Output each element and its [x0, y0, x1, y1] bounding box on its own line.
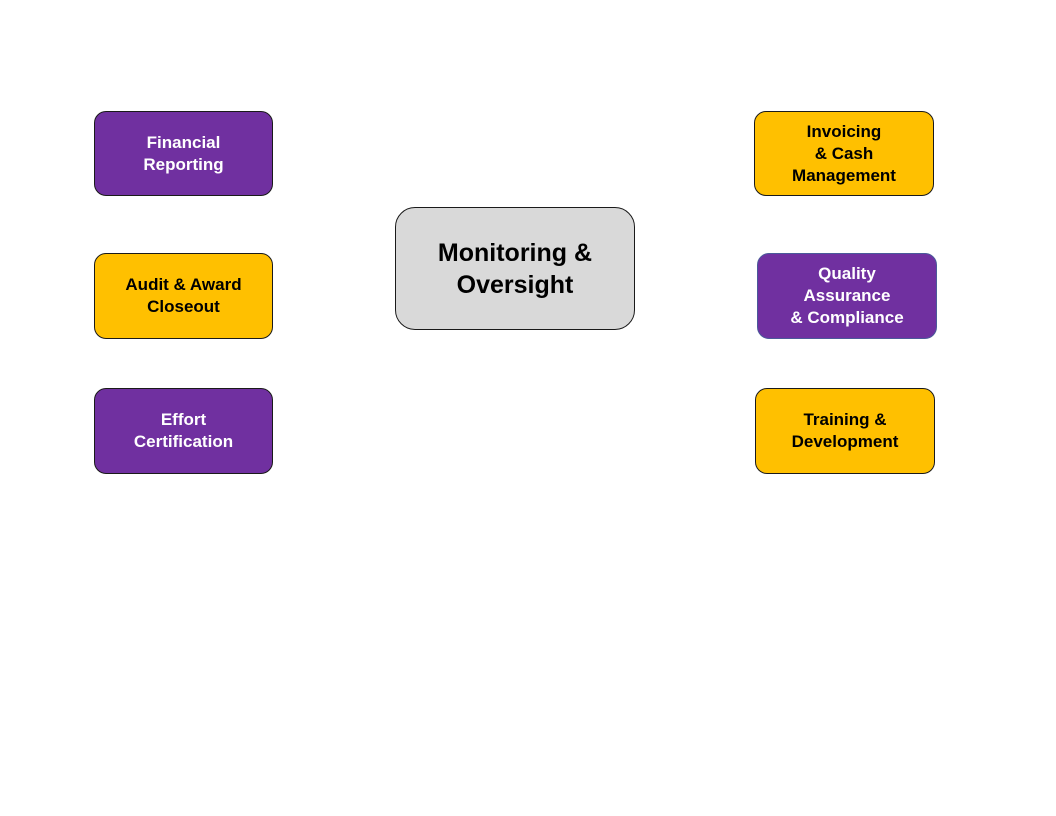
quality-assurance-compliance-node: Quality Assurance & Compliance	[757, 253, 937, 339]
effort-certification-label: Effort Certification	[133, 410, 234, 451]
audit-award-closeout-label: Audit & Award Closeout	[125, 275, 242, 316]
financial-reporting-label: Financial Reporting	[143, 132, 224, 174]
invoicing-cash-management-label: Invoicing & Cash Management	[792, 121, 896, 185]
effort-certification-node: Effort Certification	[94, 388, 273, 474]
invoicing-cash-management-node: Invoicing & Cash Management	[754, 111, 934, 196]
training-development-label: Training & Development	[791, 410, 899, 451]
audit-award-closeout-node: Audit & Award Closeout	[94, 253, 273, 339]
financial-reporting-node: Financial Reporting	[94, 111, 273, 196]
quality-assurance-compliance-label: Quality Assurance & Compliance	[790, 264, 904, 327]
monitoring-oversight-label: Monitoring & Oversight	[437, 238, 593, 299]
monitoring-oversight-node: Monitoring & Oversight	[395, 207, 635, 330]
training-development-node: Training & Development	[755, 388, 935, 474]
